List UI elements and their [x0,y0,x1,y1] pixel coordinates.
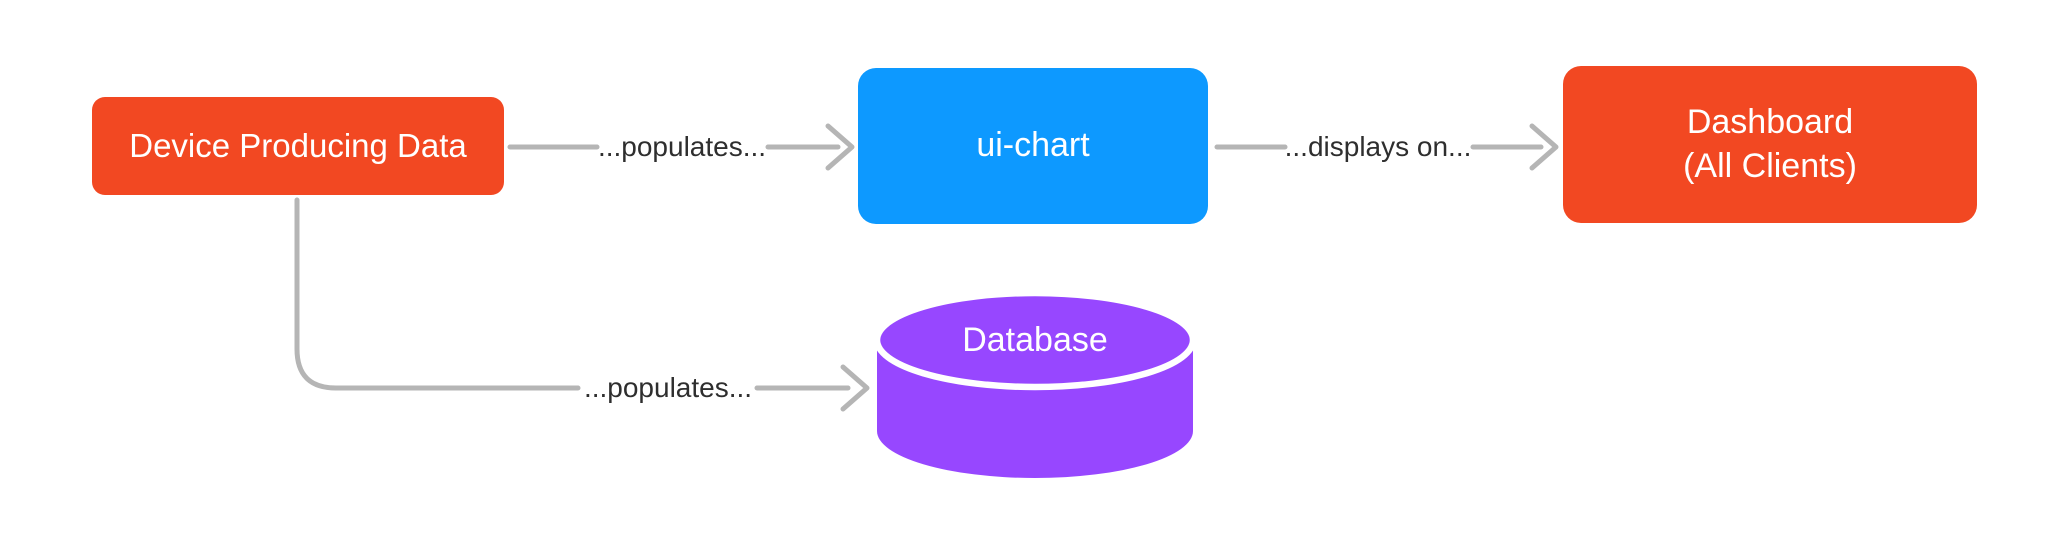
node-dashboard-label-line1: Dashboard [1686,102,1854,141]
edge-label-populates-top[interactable]: ...populates... [597,131,767,162]
node-database-label: Database [962,320,1108,359]
node-database-label-area: Database [877,294,1193,387]
node-database-shape[interactable] [873,289,1197,478]
database-cylinder-body [877,340,1193,478]
node-ui-chart[interactable]: ui-chart [858,68,1208,224]
arrowhead-icon [825,123,855,171]
connector-elbow-line [294,197,581,391]
edge-uichart-to-dashboard[interactable] [1214,123,1559,171]
node-dashboard[interactable]: Dashboard (All Clients) [1563,66,1977,223]
arrowhead-icon [840,364,870,412]
edge-device-to-database[interactable] [294,197,870,412]
edge-device-to-uichart[interactable] [507,123,855,171]
node-device-producing-data[interactable]: Device Producing Data [92,97,504,195]
edge-label-displays-on[interactable]: ...displays on... [1284,131,1472,162]
node-dashboard-label-line2: (All Clients) [1683,146,1857,185]
database-cylinder-lid [873,289,1197,391]
arrowhead-icon [1529,123,1559,171]
edge-label-populates-bottom[interactable]: ...populates... [583,372,753,403]
node-device-label: Device Producing Data [129,126,467,164]
node-ui-chart-label: ui-chart [976,126,1090,165]
